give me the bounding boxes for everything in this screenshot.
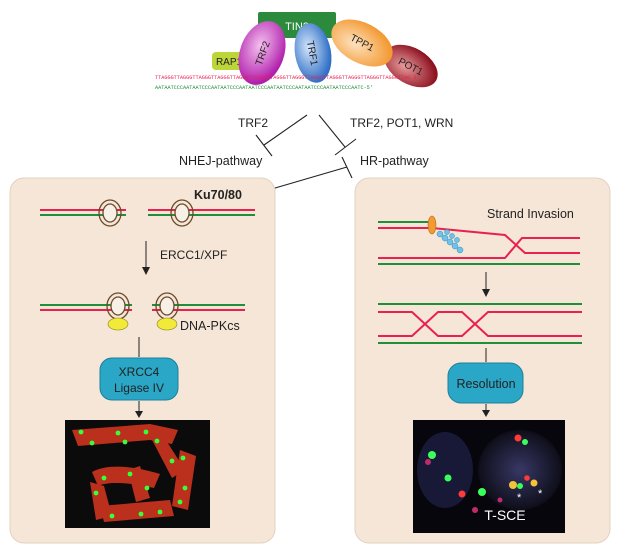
inhibit-hr-bar bbox=[334, 138, 357, 156]
invasion-filament bbox=[436, 229, 464, 254]
strand-invasion-label: Strand Invasion bbox=[487, 207, 574, 221]
nhej-dna-gap-2 bbox=[132, 300, 152, 315]
nhej-arrowhead-1 bbox=[142, 267, 150, 275]
trf1-ellipse bbox=[294, 23, 332, 83]
dnapk-blob-1 bbox=[107, 317, 129, 331]
nhej-dna-gap-1 bbox=[126, 205, 148, 220]
nhej-pathway-label: NHEJ-pathway bbox=[179, 154, 263, 168]
hr-pathway-label: HR-pathway bbox=[360, 154, 430, 168]
hr-arrowhead-1 bbox=[482, 289, 490, 297]
tpp1-ellipse bbox=[331, 19, 393, 67]
inhibit-nhej-line bbox=[263, 114, 308, 146]
resolution-label: Resolution bbox=[456, 377, 515, 391]
t-sce-label: T-SCE bbox=[484, 507, 525, 523]
xrcc4-label: XRCC4 bbox=[119, 365, 160, 379]
dna-pkcs-label: DNA-PKcs bbox=[180, 319, 240, 333]
dna-top-strand: TTAGGGTTAGGGTTAGGGTTAGGGTTAGGGTTAGGGTTAG… bbox=[155, 75, 420, 81]
ercc1-xpf-label: ERCC1/XPF bbox=[160, 248, 227, 262]
inhibit-ku-bar bbox=[341, 156, 353, 179]
ku-ring-1 bbox=[98, 199, 122, 227]
ku-ring-4 bbox=[155, 292, 179, 320]
inhibit-hr-line bbox=[318, 114, 346, 148]
shelterin-complex: TIN2 POT1 TPP1 RAP1 TRF2 TRF1 TTAGGGTTAG… bbox=[155, 12, 438, 91]
nhej-panel: Ku70/80 ERCC1/XPF DNA-PKcs XRCC4 Ligase … bbox=[9, 177, 276, 544]
inhibition-arrows bbox=[255, 114, 357, 194]
resolution-box bbox=[447, 362, 524, 404]
inhibit-nhej-bar bbox=[255, 134, 273, 157]
trf1-label: TRF1 bbox=[304, 40, 319, 67]
nhej-micrograph bbox=[65, 420, 210, 528]
hr-inv-red-bottom bbox=[378, 237, 580, 259]
hr-panel: Strand Invasion Resolution bbox=[354, 177, 611, 544]
ku-ring-2 bbox=[170, 199, 194, 227]
hr-micrograph: * * T-SCE bbox=[413, 420, 565, 533]
pot1-ellipse bbox=[384, 44, 438, 88]
rap1-label: RAP1 bbox=[216, 57, 243, 68]
asterisk-1: * bbox=[517, 492, 522, 504]
hj-red-top bbox=[378, 311, 582, 337]
hr-inv-red-top bbox=[378, 227, 580, 254]
rap1-box bbox=[212, 52, 246, 70]
trf2-inhibit-label: TRF2 bbox=[238, 116, 268, 130]
trf2-pot1-wrn-label: TRF2, POT1, WRN bbox=[350, 116, 453, 130]
hr-arrowhead-3 bbox=[482, 410, 490, 417]
trf2-ellipse bbox=[238, 21, 286, 85]
ku70-80-label: Ku70/80 bbox=[194, 188, 242, 202]
ligase-iv-label: Ligase IV bbox=[114, 381, 164, 395]
hj-red-bottom bbox=[378, 311, 582, 337]
dna-bottom-strand: AATAATCCCAATAATCCCAATAATCCCAATAATCCCAATA… bbox=[155, 85, 373, 91]
invasion-protein bbox=[427, 215, 437, 235]
asterisk-2: * bbox=[538, 488, 543, 500]
nhej-arrowhead-3 bbox=[135, 411, 143, 418]
dnapk-blob-2 bbox=[156, 317, 178, 331]
xrcc4-ligase-box bbox=[99, 357, 179, 401]
